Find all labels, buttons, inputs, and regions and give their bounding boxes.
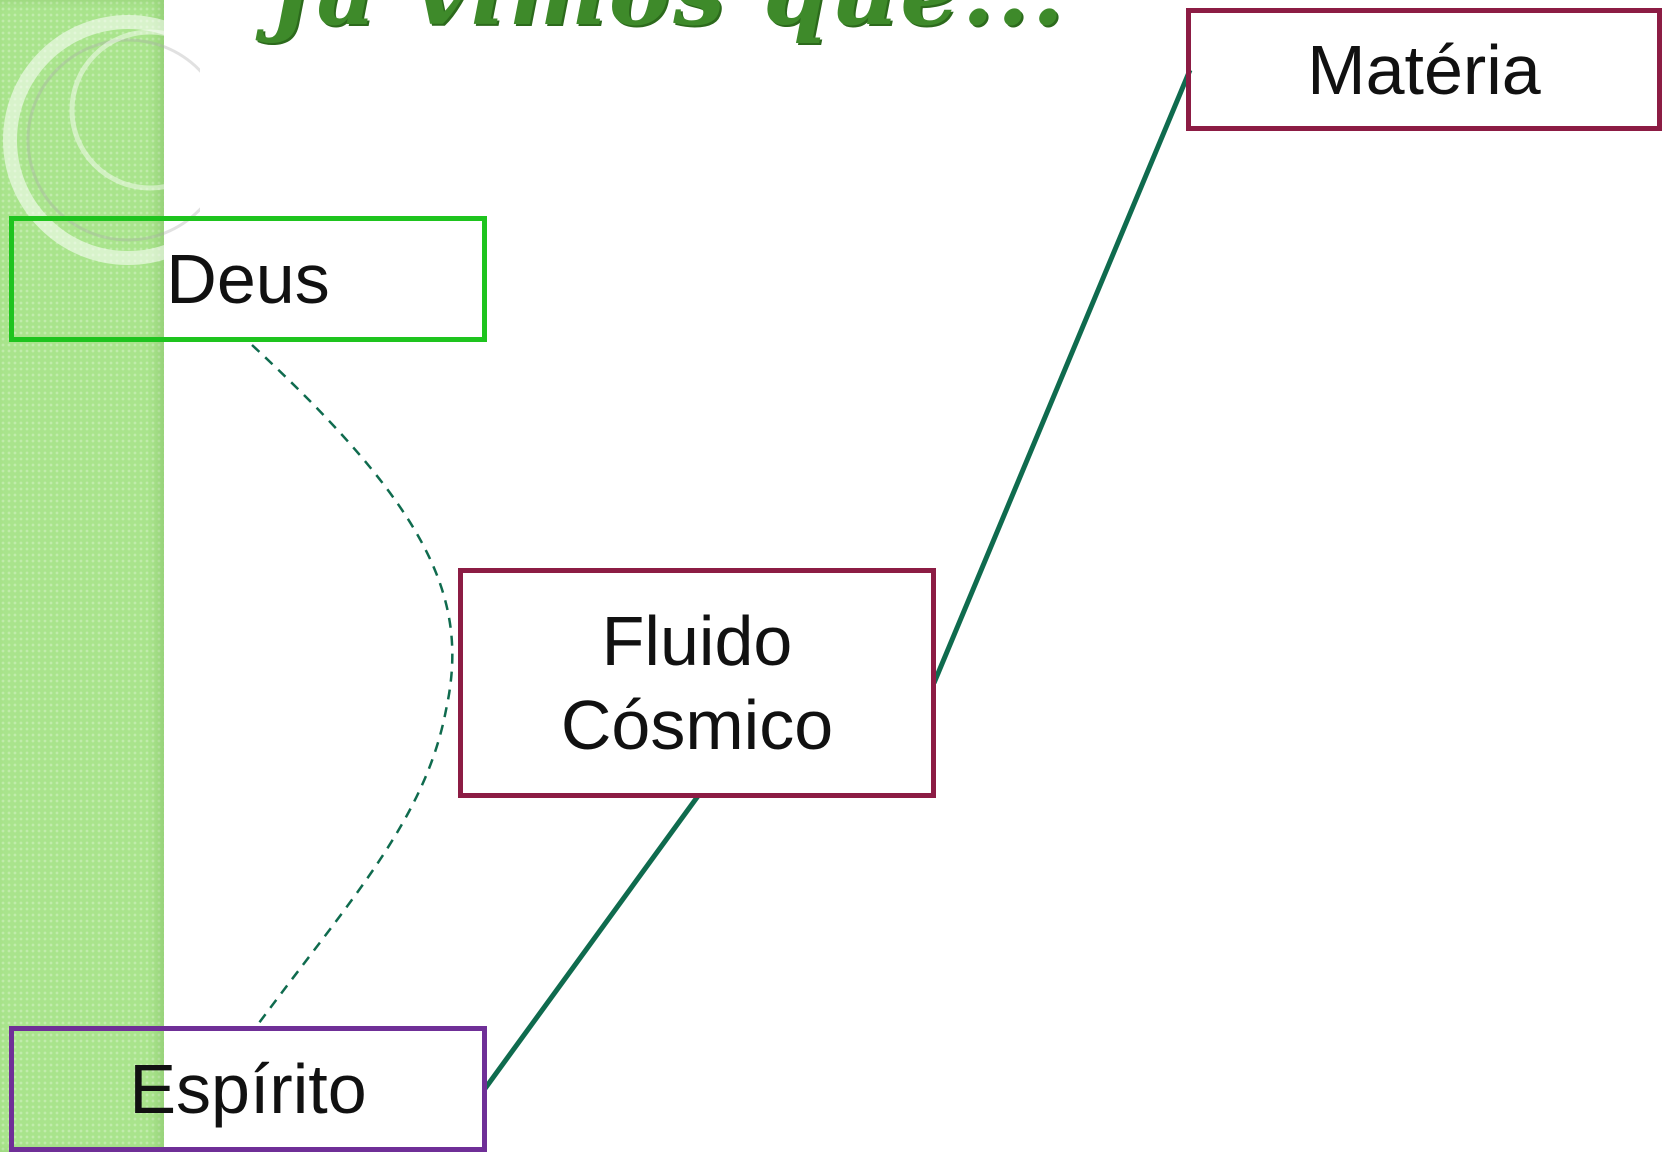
node-materia: Matéria (1186, 8, 1662, 131)
node-espirito: Espírito (9, 1026, 487, 1152)
node-espirito-label: Espírito (129, 1050, 367, 1128)
slide-title: Já vimos que... (270, 0, 1067, 46)
node-fluido-cosmico-label: Fluido Cósmico (561, 599, 833, 767)
side-decoration-stripe (0, 0, 164, 1152)
connector-espirito-fluido (481, 794, 701, 1092)
node-deus-label: Deus (166, 240, 330, 318)
node-fluido-line-1: Fluido (601, 602, 793, 680)
node-deus: Deus (9, 216, 487, 342)
node-fluido-cosmico: Fluido Cósmico (458, 568, 936, 798)
node-materia-label: Matéria (1307, 30, 1541, 109)
node-fluido-line-2: Cósmico (560, 686, 834, 764)
connector-deus-espirito-dashed (251, 344, 454, 1028)
connector-fluido-materia (931, 69, 1193, 684)
